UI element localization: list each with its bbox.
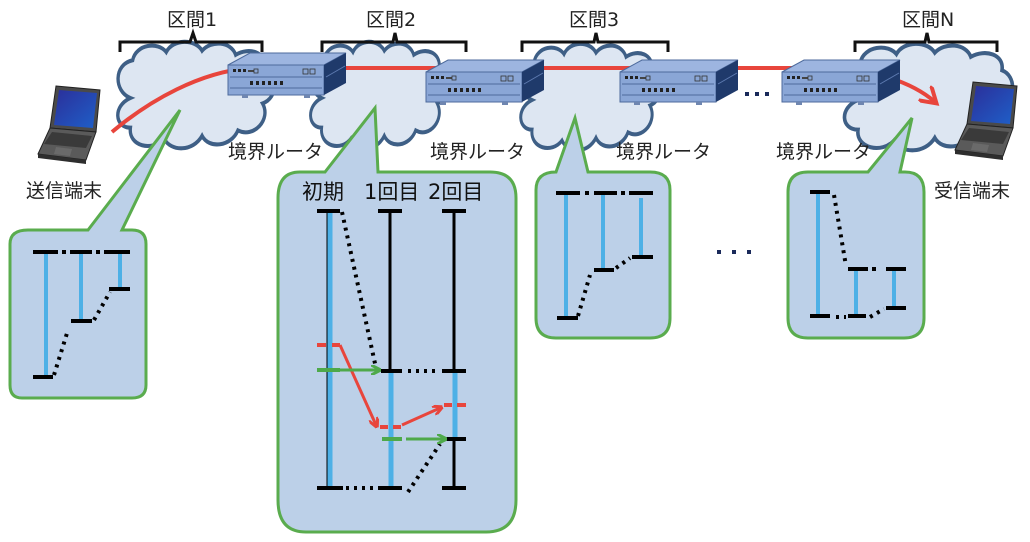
sender-label: 送信端末 <box>26 180 102 202</box>
router-icon <box>227 52 347 99</box>
column-header-initial: 初期 <box>302 180 344 204</box>
router-icon <box>781 59 901 106</box>
column-header-first: 1回目 <box>364 180 419 204</box>
callout-segment-3 <box>534 112 672 340</box>
callout-segment-1 <box>8 109 182 400</box>
ellipsis-dots <box>745 92 769 96</box>
callout-segment-n <box>786 117 926 340</box>
segment-label-n: 区間N <box>902 9 954 31</box>
router-label: 境界ルータ <box>616 141 711 163</box>
receiver-label: 受信端末 <box>934 180 1010 202</box>
segment-label-1: 区間1 <box>167 9 217 31</box>
router-icon <box>425 59 545 106</box>
column-header-second: 2回目 <box>428 180 483 204</box>
ellipsis-dots <box>717 250 751 254</box>
router-icon <box>619 59 739 106</box>
segment-label-3: 区間3 <box>569 9 619 31</box>
sender-laptop-icon <box>37 85 101 165</box>
segment-braces <box>118 28 999 52</box>
callout-segment-2-detail: 初期 1回目 2回目 <box>276 103 518 534</box>
router-label: 境界ルータ <box>228 141 323 163</box>
router-label: 境界ルータ <box>776 141 871 163</box>
router-label: 境界ルータ <box>430 141 525 163</box>
segment-label-2: 区間2 <box>366 9 416 31</box>
